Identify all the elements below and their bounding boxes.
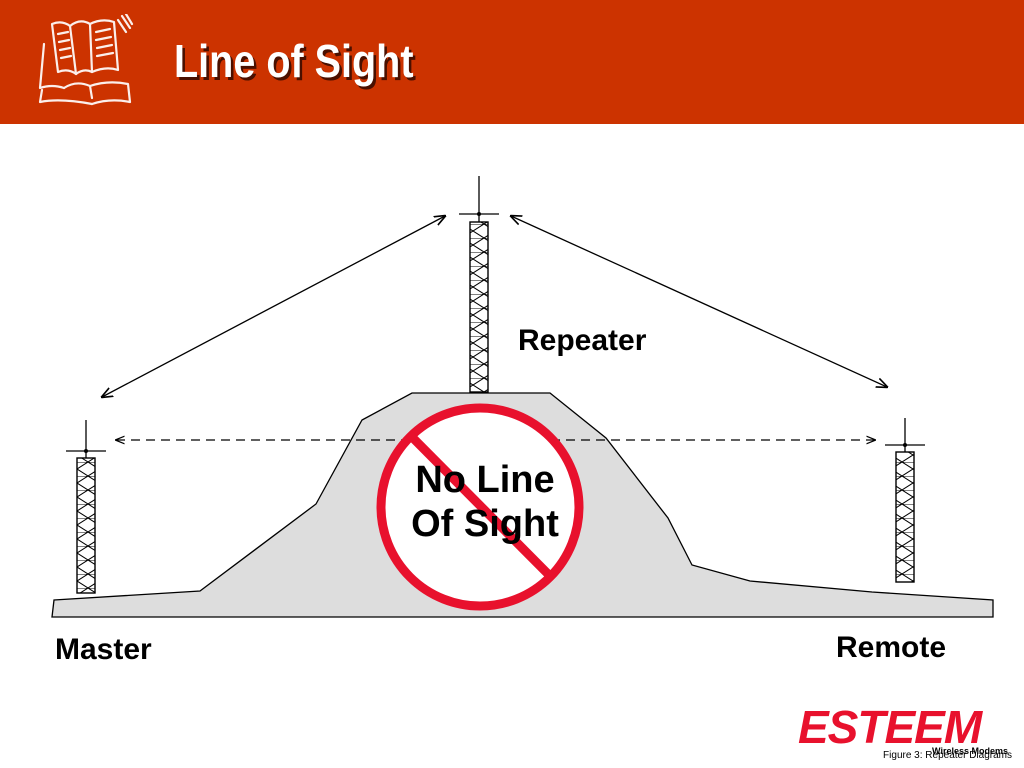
remote-tower — [885, 418, 925, 583]
repeater-diagram — [51, 176, 994, 618]
no-line-of-sight-text: No Line Of Sight — [380, 458, 590, 546]
open-book-icon — [38, 14, 134, 106]
figure-caption: Figure 3: Repeater Diagrams — [883, 750, 1012, 761]
master-tower — [66, 420, 106, 594]
repeater-label: Repeater — [518, 324, 647, 357]
no-los-line-1: No Line — [415, 459, 555, 501]
title-bar: Line of Sight — [0, 0, 1024, 124]
repeater-tower — [459, 176, 499, 393]
logo-tagline: Wireless Modems — [932, 746, 1008, 756]
master-to-repeater-link — [102, 216, 445, 397]
logo-brand: ESTEEM — [798, 701, 982, 753]
esteem-logo: ESTEEM Wireless Modems — [798, 701, 1008, 756]
remote-label: Remote — [836, 631, 947, 664]
prohibition-icon — [376, 403, 584, 611]
no-los-line-2: Of Sight — [411, 503, 559, 545]
master-label: Master — [55, 633, 152, 666]
repeater-to-remote-link — [511, 216, 887, 387]
page-title: Line of Sight — [174, 35, 414, 87]
